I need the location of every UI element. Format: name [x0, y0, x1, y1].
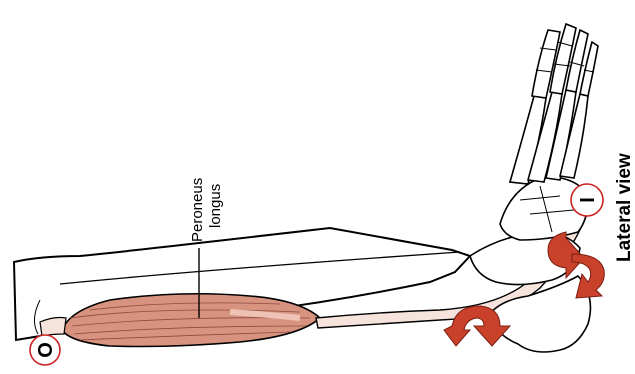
insertion-marker-letter: I	[577, 197, 599, 203]
muscle-label-line2: longus	[207, 184, 224, 228]
origin-marker-letter: O	[35, 342, 57, 358]
insertion-marker: I	[571, 184, 603, 216]
muscle-label-line1: Peroneus	[189, 178, 206, 242]
view-label: Lateral view	[614, 153, 635, 262]
phalanges	[532, 24, 598, 98]
origin-marker: O	[30, 335, 60, 365]
